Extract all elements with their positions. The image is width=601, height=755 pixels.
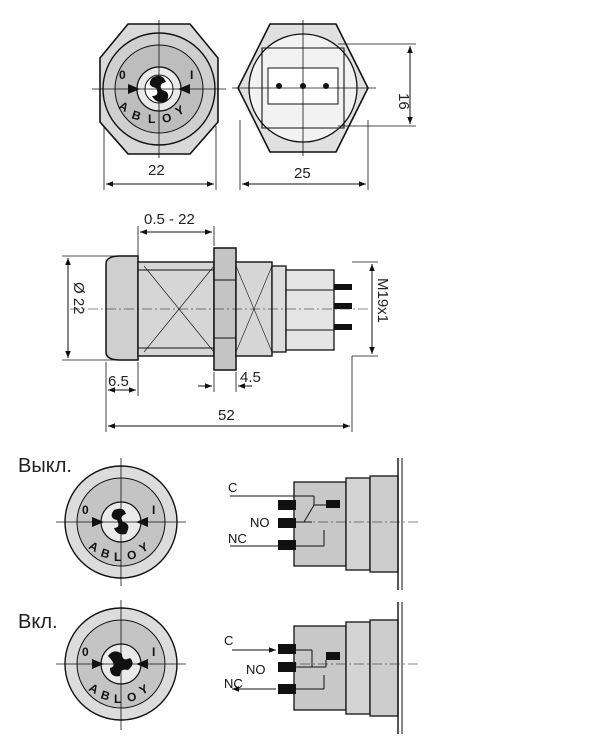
diameter-dimension: Ø 22 <box>70 282 87 315</box>
off-mark-0: 0 <box>82 503 89 517</box>
back-width-dimension: 25 <box>294 165 311 182</box>
off-pin-nc: NC <box>228 531 247 546</box>
nut-dimension: 4.5 <box>240 369 261 386</box>
on-pin-nc: NC <box>224 676 243 691</box>
on-brand-letter-4: O <box>126 689 138 705</box>
on-pin-no: NO <box>246 662 266 677</box>
pointer-right-icon <box>178 84 190 94</box>
panel-range-dimension: 0.5 - 22 <box>144 211 195 228</box>
head-dimension: 6.5 <box>108 373 129 390</box>
off-pin-no: NO <box>250 515 270 530</box>
on-brand-letter-3: L <box>114 692 121 706</box>
off-brand-letter-3: L <box>114 550 121 564</box>
state-on-section: Вкл. 0 I A B L O Y C NO NC <box>18 600 418 734</box>
back-view: 25 16 <box>232 20 416 190</box>
state-off-title: Выкл. <box>18 455 72 477</box>
off-brand-letter-4: O <box>126 547 138 563</box>
state-off-section: Выкл. 0 I A B L O Y C NO <box>18 455 418 590</box>
off-mark-1: I <box>152 503 155 517</box>
brand-letter-3: L <box>148 112 155 126</box>
mark-off-label: 0 <box>119 68 126 82</box>
back-height-dimension: 16 <box>395 93 412 110</box>
thread-dimension: M19x1 <box>374 278 391 323</box>
on-mark-0: 0 <box>82 645 89 659</box>
state-on-title: Вкл. <box>18 611 58 633</box>
front-view: 0 I A B L O Y 22 <box>92 20 226 190</box>
pointer-left-icon <box>128 84 140 94</box>
side-view: 0.5 - 22 Ø 22 M19x1 6.5 4.5 52 <box>62 211 391 432</box>
length-dimension: 52 <box>218 407 235 424</box>
front-width-dimension: 22 <box>148 162 165 179</box>
on-mark-1: I <box>152 645 155 659</box>
mark-on-label: I <box>190 68 193 82</box>
off-pin-c: C <box>228 480 237 495</box>
on-pin-c: C <box>224 633 233 648</box>
brand-letter-4: O <box>161 110 173 126</box>
